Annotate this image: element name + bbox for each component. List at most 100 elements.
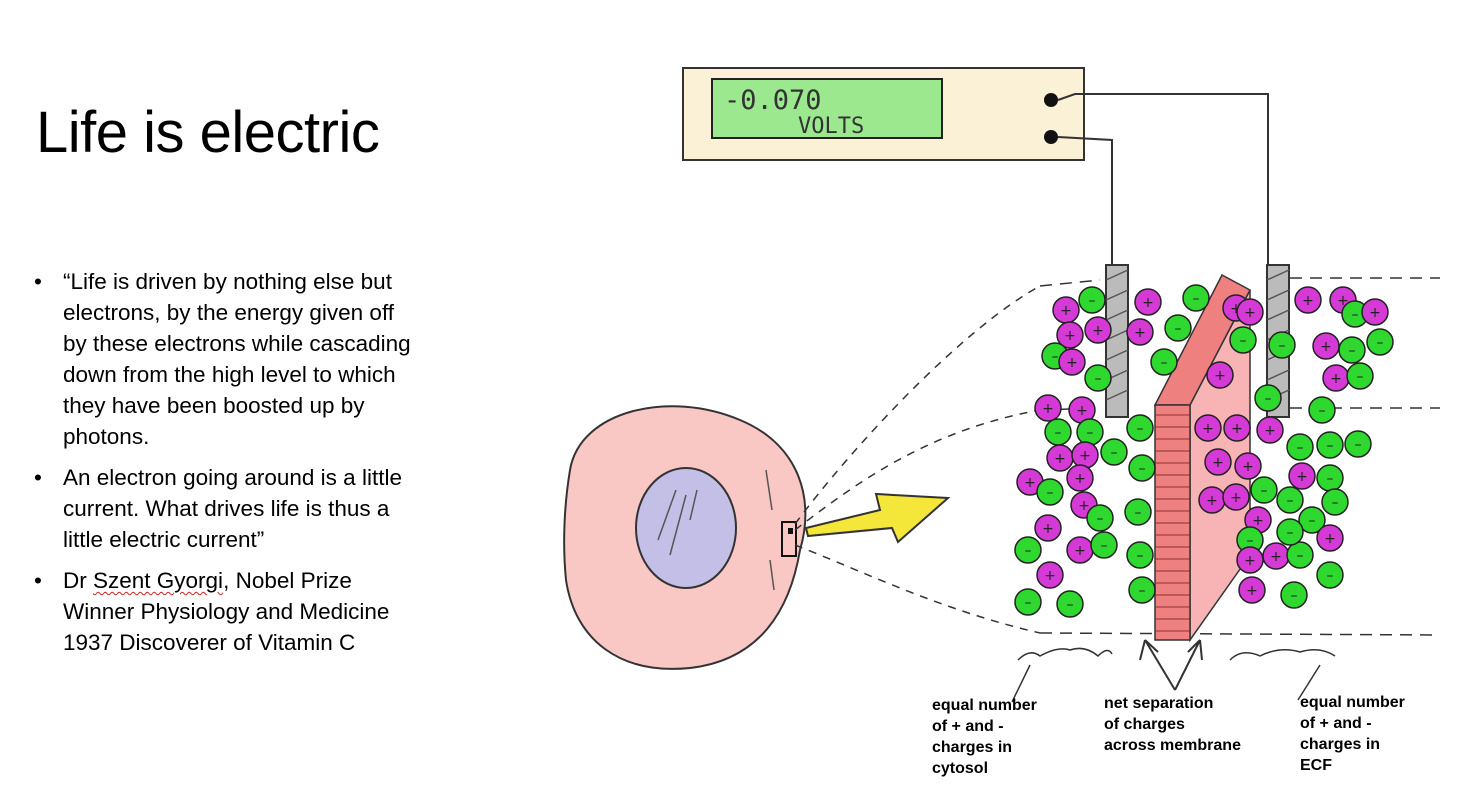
caption-cytosol: equal number of + and - charges in cytos…: [932, 697, 1037, 777]
positive-ion: [1288, 462, 1316, 490]
positive-ion: [1222, 483, 1250, 511]
positive-ion: [1034, 514, 1062, 542]
minus-icon: –: [1135, 505, 1142, 521]
plus-icon: +: [1244, 553, 1256, 569]
minus-icon: –: [1161, 355, 1168, 371]
minus-icon: –: [1327, 568, 1334, 584]
plus-icon: +: [1202, 421, 1214, 437]
plus-icon: +: [1206, 493, 1218, 509]
minus-icon: –: [1349, 343, 1356, 359]
minus-icon: –: [1287, 493, 1294, 509]
minus-icon: –: [1025, 595, 1032, 611]
negative-ion: [1286, 433, 1314, 461]
ion-field: +–++–+–+––+–++––++–+–++–++–+––––––––++–+…: [1014, 284, 1394, 618]
voltmeter: -0.070 VOLTS: [682, 67, 1085, 161]
negative-ion: [1086, 504, 1114, 532]
negative-ion: [1280, 581, 1308, 609]
caption-membrane: net separation of charges across membran…: [1104, 695, 1241, 754]
plus-icon: +: [1230, 301, 1242, 317]
minus-icon: –: [1261, 483, 1268, 499]
positive-ion: [1036, 561, 1064, 589]
minus-icon: –: [1327, 438, 1334, 454]
plus-icon: +: [1252, 513, 1264, 529]
minus-icon: –: [1291, 588, 1298, 604]
negative-ion: [1128, 576, 1156, 604]
negative-ion: [1036, 478, 1064, 506]
plus-icon: +: [1064, 328, 1076, 344]
plus-icon: +: [1078, 498, 1090, 514]
arrow-icon: [1174, 639, 1203, 691]
plus-icon: +: [1079, 448, 1091, 464]
negative-ion: [1150, 348, 1178, 376]
negative-ion: [1338, 336, 1366, 364]
positive-ion: [1126, 318, 1154, 346]
negative-ion: [1164, 314, 1192, 342]
wire: [1057, 93, 1269, 265]
minus-icon: –: [1139, 583, 1146, 599]
positive-ion: [1234, 452, 1262, 480]
minus-icon: –: [1352, 307, 1359, 323]
plus-icon: +: [1246, 583, 1258, 599]
negative-ion: [1124, 498, 1152, 526]
minus-icon: –: [1377, 335, 1384, 351]
plus-icon: +: [1134, 325, 1146, 341]
negative-ion: [1128, 454, 1156, 482]
positive-ion: [1294, 286, 1322, 314]
negative-ion: [1126, 541, 1154, 569]
plus-icon: +: [1092, 323, 1104, 339]
minus-icon: –: [1111, 445, 1118, 461]
minus-icon: –: [1357, 369, 1364, 385]
positive-ion: [1056, 321, 1084, 349]
zoom-arrow-icon: [804, 492, 951, 544]
negative-ion: [1346, 362, 1374, 390]
bullet-list: “Life is driven by nothing else but elec…: [34, 266, 484, 668]
plus-icon: +: [1242, 459, 1254, 475]
minus-icon: –: [1327, 471, 1334, 487]
plus-icon: +: [1024, 475, 1036, 491]
plus-icon: +: [1264, 423, 1276, 439]
bullet-attribution: Dr Szent Gyorgi, Nobel Prize Winner Phys…: [34, 565, 484, 658]
positive-ion: [1316, 524, 1344, 552]
negative-ion: [1321, 488, 1349, 516]
plus-icon: +: [1270, 549, 1282, 565]
minus-icon: –: [1055, 425, 1062, 441]
negative-ion: [1100, 438, 1128, 466]
negative-ion: [1276, 486, 1304, 514]
positive-ion: [1066, 464, 1094, 492]
plus-icon: +: [1230, 490, 1242, 506]
positive-ion: [1361, 298, 1389, 326]
negative-ion: [1308, 396, 1336, 424]
voltmeter-reading: -0.070: [724, 85, 822, 116]
minus-icon: –: [1097, 511, 1104, 527]
positive-ion: [1223, 414, 1251, 442]
plus-icon: +: [1074, 543, 1086, 559]
positive-ion: [1084, 316, 1112, 344]
minus-icon: –: [1101, 538, 1108, 554]
plus-icon: +: [1042, 401, 1054, 417]
minus-icon: –: [1332, 495, 1339, 511]
negative-ion: [1126, 414, 1154, 442]
plus-icon: +: [1066, 355, 1078, 371]
arrow-icon: [1139, 639, 1176, 691]
negative-ion: [1254, 384, 1282, 412]
bracket-cytosol: [1017, 647, 1113, 661]
minus-icon: –: [1095, 371, 1102, 387]
negative-ion: [1084, 364, 1112, 392]
minus-icon: –: [1193, 291, 1200, 307]
positive-ion: [1238, 576, 1266, 604]
plus-icon: +: [1320, 339, 1332, 355]
plus-icon: +: [1054, 451, 1066, 467]
plus-icon: +: [1231, 421, 1243, 437]
minus-icon: –: [1287, 525, 1294, 541]
negative-ion: [1229, 326, 1257, 354]
negative-ion: [1268, 331, 1296, 359]
minus-icon: –: [1297, 548, 1304, 564]
minus-icon: –: [1279, 338, 1286, 354]
terminal-icon: [1044, 93, 1058, 107]
wire: [1057, 136, 1113, 265]
plus-icon: +: [1324, 531, 1336, 547]
positive-ion: [1034, 394, 1062, 422]
negative-ion: [1014, 588, 1042, 616]
bullet-quote-1: “Life is driven by nothing else but elec…: [34, 266, 484, 452]
